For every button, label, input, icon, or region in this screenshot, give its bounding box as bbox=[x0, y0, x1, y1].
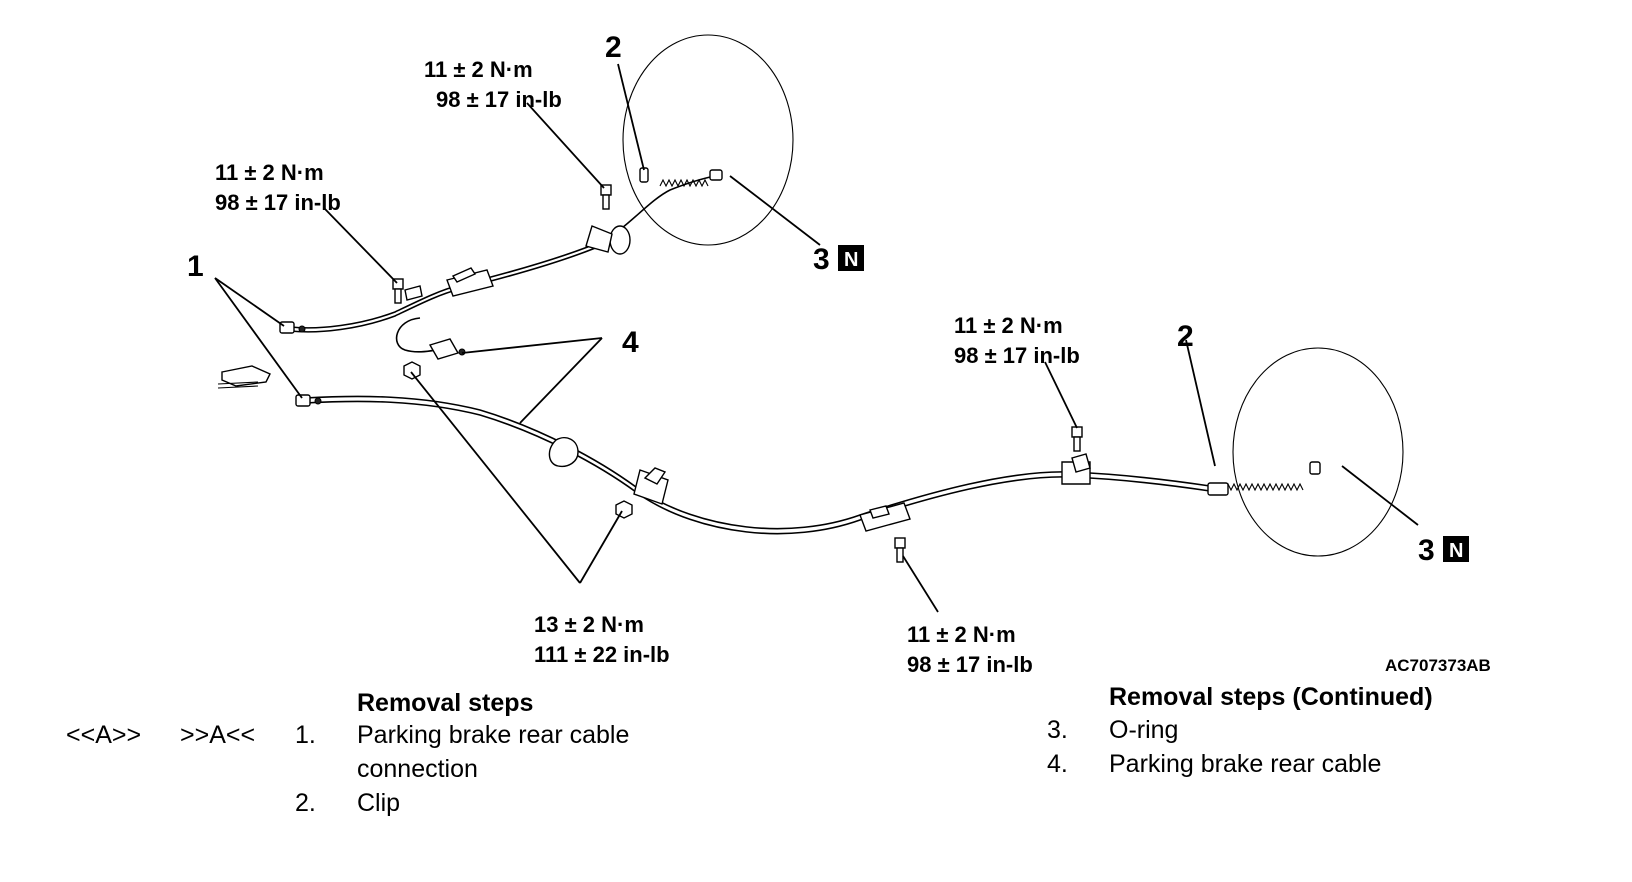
new-part-mark-right: N bbox=[1449, 540, 1463, 562]
ref-code-a-right: >>A<< bbox=[180, 721, 256, 749]
removal-steps-continued-title: Removal steps (Continued) bbox=[1109, 683, 1433, 711]
top-brake-circle bbox=[622, 34, 794, 246]
torque-c-inlb: 98 ± 17 in-lb bbox=[954, 343, 1080, 368]
removal-step-1-num: 1. bbox=[295, 721, 316, 749]
ref-code-a-left: <<A>> bbox=[66, 721, 142, 749]
torque-e-inlb: 98 ± 17 in-lb bbox=[907, 652, 1033, 677]
removal-steps-title: Removal steps bbox=[357, 689, 534, 717]
removal-step-2: 2. Clip bbox=[0, 786, 700, 820]
torque-b-nm: 11 ± 2 N·m bbox=[215, 160, 324, 185]
right-brake-circle bbox=[1232, 347, 1404, 557]
connector-part bbox=[217, 365, 271, 389]
new-part-mark-top: N bbox=[844, 249, 858, 271]
removal-step-3-text: O-ring bbox=[1109, 716, 1179, 744]
torque-d-inlb: 111 ± 22 in-lb bbox=[534, 642, 670, 667]
removal-step-1-text-line2: connection bbox=[357, 755, 478, 783]
callout-2-top: 2 bbox=[605, 31, 622, 64]
removal-step-4: 4. Parking brake rear cable bbox=[0, 747, 1632, 781]
removal-step-2-text: Clip bbox=[357, 789, 401, 817]
nut-left bbox=[403, 361, 421, 380]
leader-lines bbox=[214, 63, 1419, 613]
torque-b-inlb: 98 ± 17 in-lb bbox=[215, 190, 341, 215]
torque-d-nm: 13 ± 2 N·m bbox=[534, 612, 644, 637]
callout-4: 4 bbox=[622, 326, 639, 359]
removal-step-4-text: Parking brake rear cable bbox=[1109, 750, 1382, 778]
bolts bbox=[392, 184, 1083, 563]
lower-cable bbox=[295, 394, 1321, 535]
upper-cable bbox=[279, 167, 723, 360]
callout-3-top: 3 bbox=[813, 243, 830, 276]
torque-a-nm: 11 ± 2 N·m bbox=[424, 57, 533, 82]
removal-step-2-num: 2. bbox=[295, 789, 316, 817]
removal-step-1: 1. Parking brake rear cable connection bbox=[0, 718, 700, 786]
new-part-mark-top-box bbox=[838, 245, 864, 271]
callout-2-right: 2 bbox=[1177, 320, 1194, 353]
figure-id: AC707373AB bbox=[1385, 656, 1491, 675]
callout-1: 1 bbox=[187, 250, 204, 283]
removal-step-3-num: 3. bbox=[1047, 716, 1068, 744]
torque-c-nm: 11 ± 2 N·m bbox=[954, 313, 1063, 338]
new-part-mark-right-box bbox=[1443, 536, 1469, 562]
removal-step-1-text: Parking brake rear cable bbox=[357, 721, 630, 749]
removal-step-4-num: 4. bbox=[1047, 750, 1068, 778]
torque-e-nm: 11 ± 2 N·m bbox=[907, 622, 1016, 647]
removal-step-3: 3. O-ring bbox=[0, 713, 1632, 747]
callout-3-right: 3 bbox=[1418, 534, 1435, 567]
torque-a-inlb: 98 ± 17 in-lb bbox=[436, 87, 562, 112]
